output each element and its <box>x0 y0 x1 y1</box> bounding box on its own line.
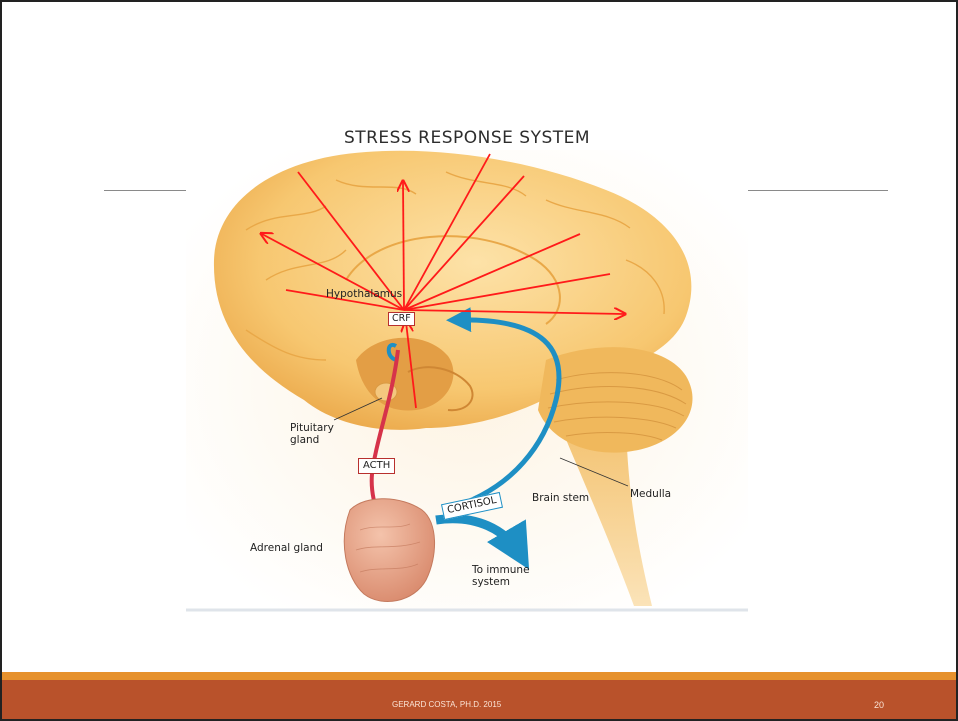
title-rule-left <box>104 190 186 191</box>
pituitary-label-line2: gland <box>290 434 319 446</box>
brain-illustration <box>186 110 748 617</box>
cerebellum-shape <box>538 347 692 452</box>
title-rule-right <box>748 190 888 191</box>
pituitary-label-line1: Pituitary <box>290 422 334 434</box>
brain-stem-label: Brain stem <box>532 492 589 504</box>
footer-credit: GERARD COSTA, PH.D. 2015 <box>392 700 501 709</box>
crf-label: CRF <box>388 312 415 326</box>
adrenal-gland-label: Adrenal gland <box>250 542 323 554</box>
medulla-label: Medulla <box>630 488 671 500</box>
immune-label-line1: To immune <box>472 564 530 576</box>
hypothalamus-label: Hypothalamus <box>326 288 402 300</box>
page-number: 20 <box>874 700 884 710</box>
acth-label: ACTH <box>358 458 395 474</box>
footer-accent-strip <box>2 672 958 680</box>
adrenal-gland-shape <box>344 499 434 602</box>
annotation-arrow-up <box>403 182 404 310</box>
immune-label-line2: system <box>472 576 510 588</box>
stress-response-diagram: STRESS RESPONSE SYSTEM Hypothalamus CRF … <box>186 110 748 617</box>
diagram-title: STRESS RESPONSE SYSTEM <box>186 128 748 148</box>
